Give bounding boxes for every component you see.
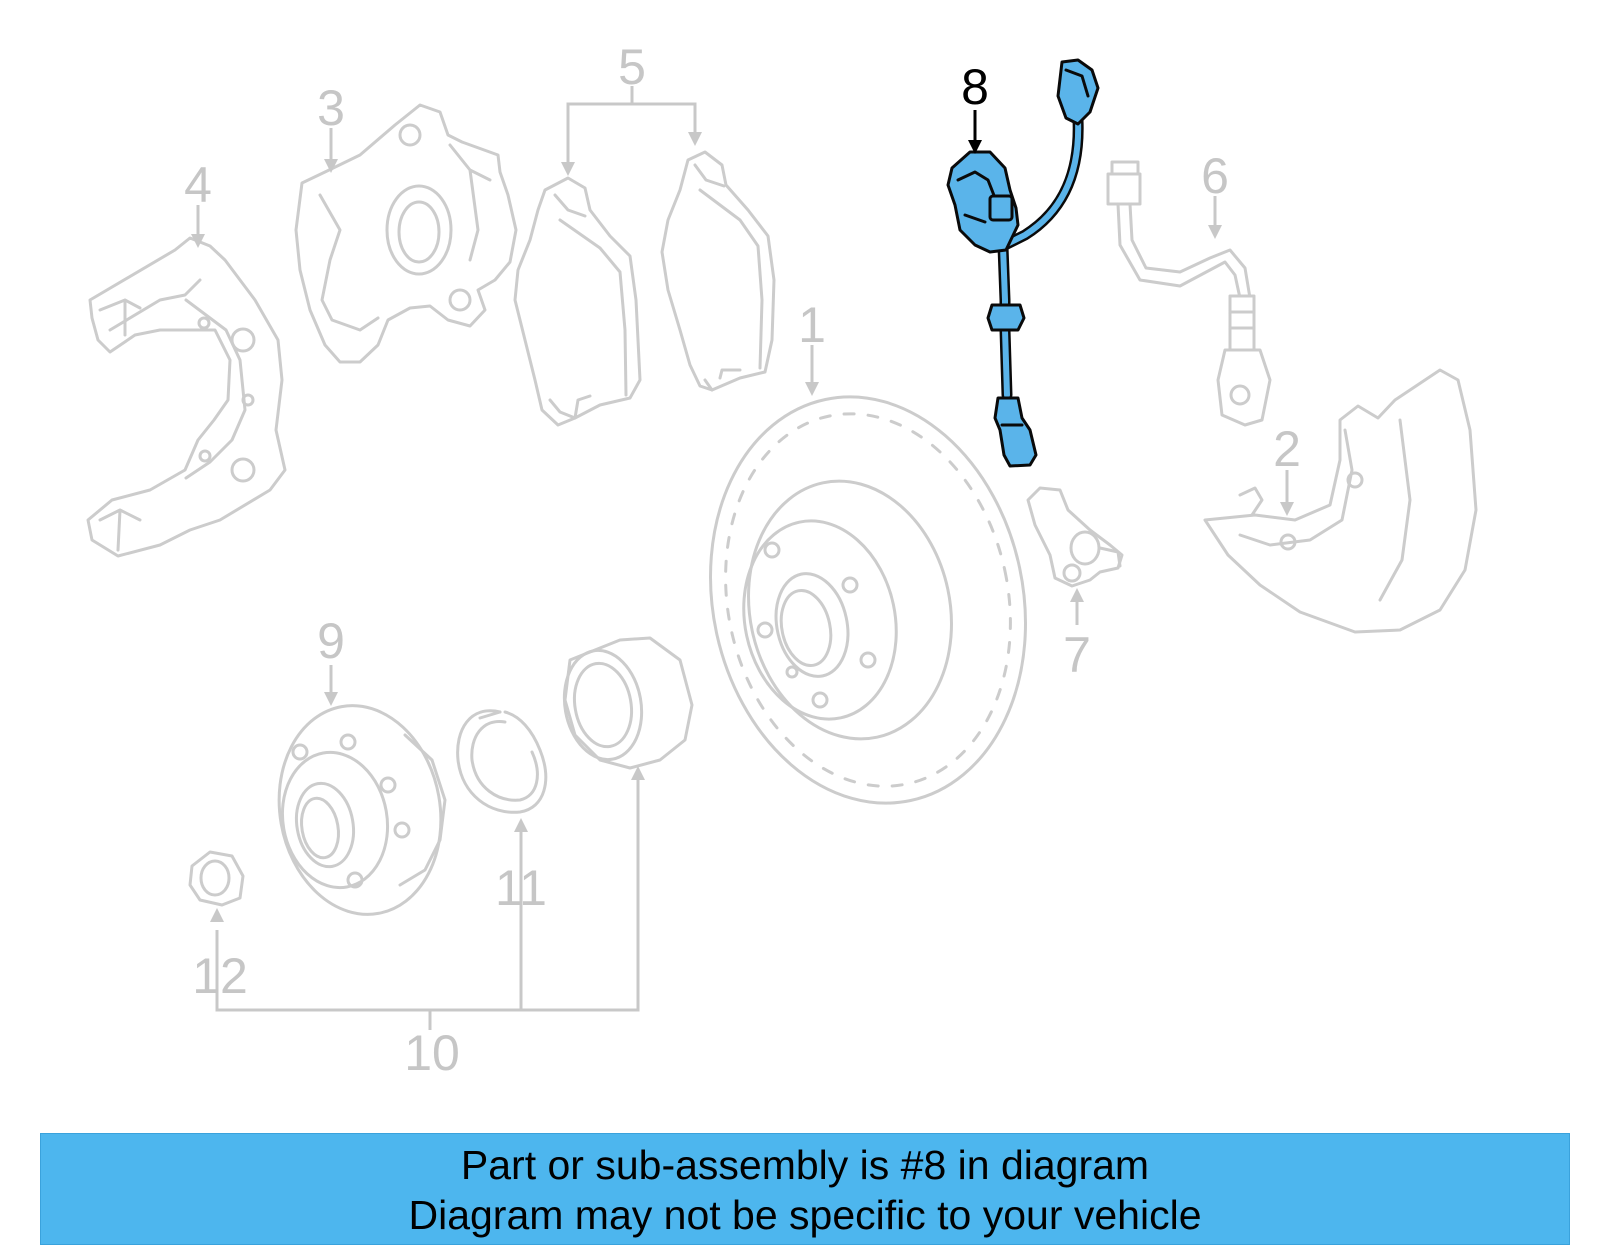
- callout-9: 9: [317, 613, 345, 669]
- callout-8: 8: [961, 59, 989, 115]
- part-10-bearing[interactable]: [556, 636, 694, 770]
- part-5-brake-pads[interactable]: [513, 150, 776, 427]
- callout-leaders: [191, 86, 1294, 1030]
- banner-line-disclaimer: Diagram may not be specific to your vehi…: [408, 1192, 1202, 1238]
- part-3-caliper[interactable]: [294, 103, 518, 364]
- part-1-brake-rotor[interactable]: [674, 367, 1062, 832]
- callout-5: 5: [618, 39, 646, 95]
- part-12-nut[interactable]: [188, 850, 245, 907]
- part-11-snap-ring[interactable]: [456, 709, 548, 814]
- part-9-wheel-hub[interactable]: [263, 693, 457, 928]
- callout-3: 3: [317, 80, 345, 136]
- callout-2: 2: [1273, 421, 1301, 477]
- callout-7: 7: [1063, 627, 1091, 683]
- part-6-brake-hose[interactable]: [1106, 160, 1272, 427]
- part-4-caliper-bracket[interactable]: [86, 236, 287, 558]
- callout-10: 10: [404, 1025, 460, 1081]
- part-8-speed-sensor-harness[interactable]: [946, 58, 1100, 468]
- callout-12: 12: [192, 948, 248, 1004]
- callout-11: 11: [495, 860, 547, 916]
- banner-line-part: Part or sub-assembly is #8 in diagram: [460, 1142, 1150, 1188]
- callout-1: 1: [798, 297, 826, 353]
- callout-8-leader: [968, 110, 982, 154]
- callout-4: 4: [184, 157, 212, 213]
- part-7-abs-sensor[interactable]: [1026, 486, 1124, 588]
- part-2-splash-shield[interactable]: [1203, 368, 1478, 634]
- callout-6: 6: [1201, 148, 1229, 204]
- part-info-banner: Part or sub-assembly is #8 in diagram Di…: [40, 1133, 1570, 1245]
